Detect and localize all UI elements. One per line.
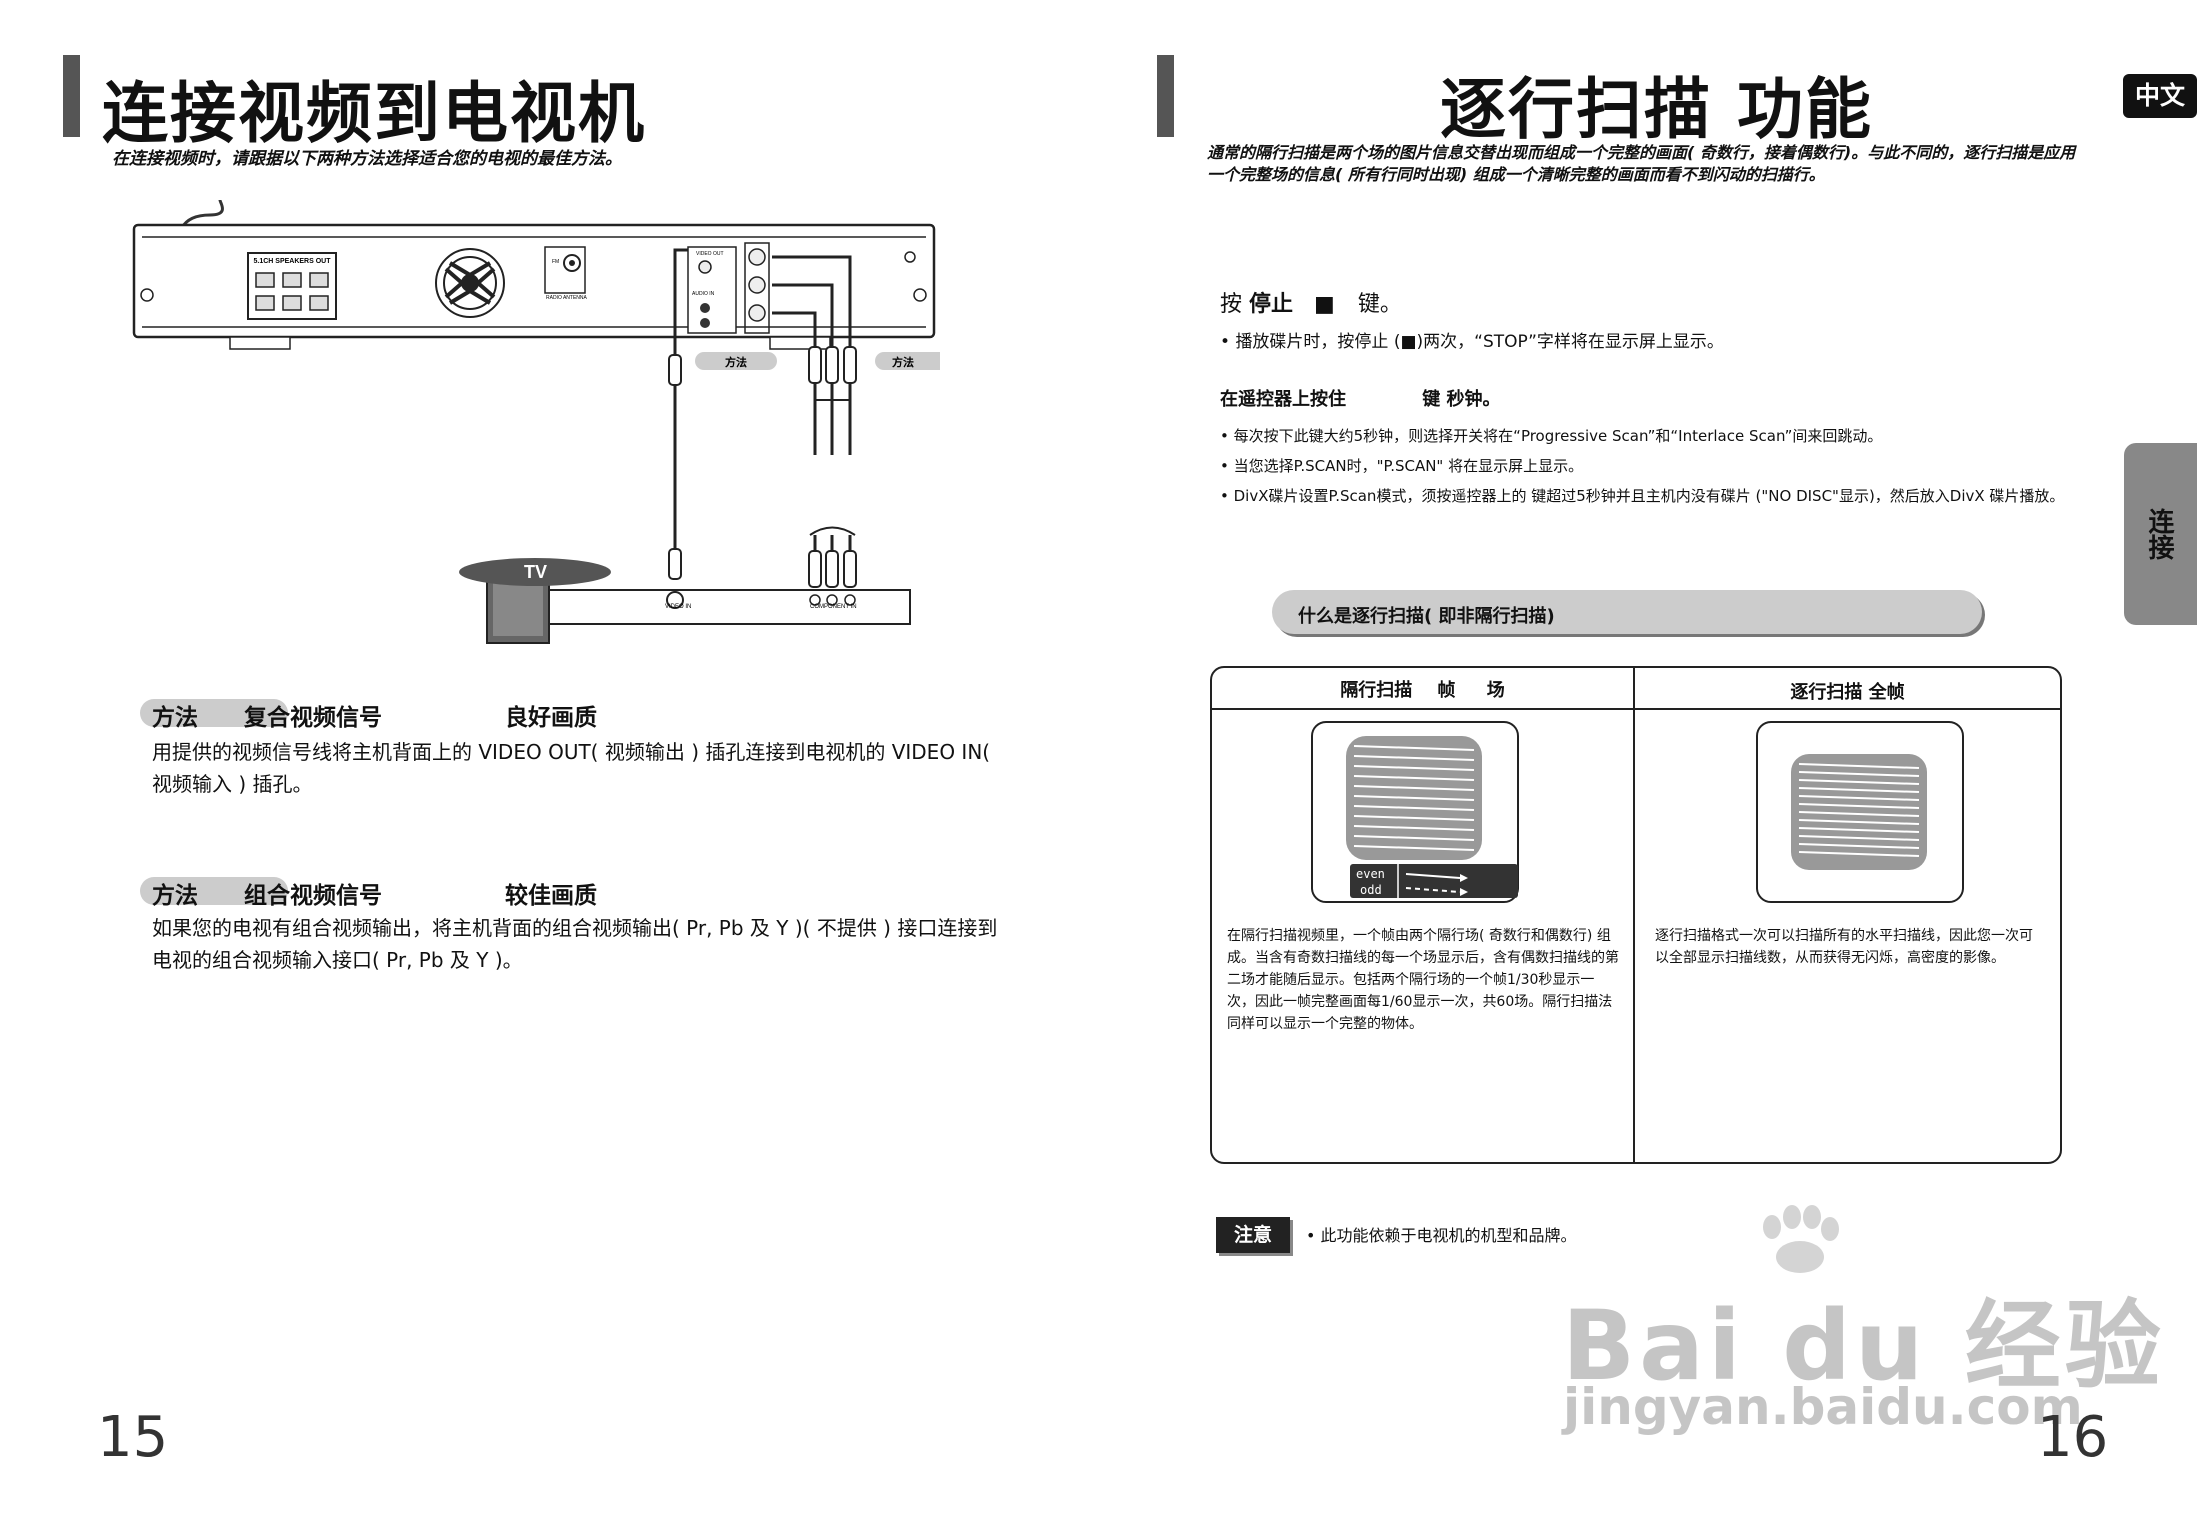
side-tab-label: 连接 (2144, 508, 2174, 560)
method2-text: 如果您的电视有组合视频输出，将主机背面的组合视频输出( Pr, Pb 及 Y )… (152, 916, 998, 972)
language-tab[interactable]: 中文 (2123, 74, 2197, 118)
scan-comparison-table: 隔行扫描 帧 场 逐行扫描 全帧 even odd 在隔行扫描视频 (1210, 666, 2062, 1164)
method1-signal: 复合视频信号 (244, 705, 382, 731)
title-bar-left (63, 55, 80, 137)
step1-prefix: 按 (1220, 292, 1243, 317)
title-bar-right (1157, 55, 1174, 137)
page-subtitle-left: 在连接视频时，请跟据以下两种方法选择适合您的电视的最佳方法。 (112, 149, 622, 169)
svg-text:even: even (1356, 867, 1385, 881)
question-banner (1272, 590, 1982, 634)
intro-text: 通常的隔行扫描是两个场的图片信息交替出现而组成一个完整的画面( 奇数行，接着偶数… (1207, 143, 2076, 184)
question-text: 什么是逐行扫描( 即非隔行扫描) (1298, 606, 1555, 627)
step2-bullet-2: • 当您选择P.SCAN时，"P.SCAN" 将在显示屏上显示。 (1220, 457, 1584, 475)
interlace-description: 在隔行扫描视频里，一个帧由两个隔行场( 奇数行和偶数行) 组成。当含有奇数扫描线… (1227, 928, 1619, 1032)
svg-text:RADIO ANTENNA: RADIO ANTENNA (546, 295, 588, 301)
step2-prefix: 在遥控器上按住 (1220, 389, 1346, 410)
section-side-tab[interactable]: 连接 (2124, 443, 2197, 625)
page-title-left: 连接视频到电视机 (102, 75, 646, 152)
method2-tag: 方法 (152, 883, 198, 909)
note-label: 注意 (1216, 1217, 1290, 1253)
step2-bullet-1: • 每次按下此键大约5秒钟，则选择开关将在“Progressive Scan”和… (1220, 427, 1883, 445)
method2-tag-bg (140, 877, 288, 905)
svg-text:方法: 方法 (725, 355, 747, 369)
step2-line: 在遥控器上按住 键 秒钟。 (1220, 385, 1501, 411)
progressive-illustration (1756, 721, 1964, 903)
method1-quality: 良好画质 (505, 705, 597, 731)
svg-text:方法: 方法 (892, 355, 914, 369)
paw-logo-icon (1752, 1205, 1842, 1275)
interlace-header: 隔行扫描 帧 场 (1340, 680, 1505, 701)
interlace-illustration: even odd (1311, 721, 1519, 903)
step1-suffix: 键。 (1357, 292, 1402, 317)
page-number-right: 16 (2037, 1405, 2109, 1470)
note-text: • 此功能依赖于电视机的机型和品牌。 (1306, 1226, 1577, 1245)
baidu-watermark-url: jingyan.baidu.com (1563, 1378, 2083, 1436)
speakers-label: 5.1CH SPEAKERS OUT (253, 258, 331, 265)
antenna-block (544, 246, 586, 294)
method1-tag-bg (140, 699, 288, 727)
video-cable-plugs (668, 346, 857, 588)
svg-text:COMPONENT IN: COMPONENT IN (810, 604, 857, 610)
step1-line: 按 停止 ■ 键。 (1220, 286, 1402, 318)
stop-button-name: 停止 (1249, 292, 1294, 317)
svg-text:odd: odd (1360, 883, 1382, 897)
svg-text:VIDEO IN: VIDEO IN (665, 604, 691, 610)
connection-diagram: 5.1CH SPEAKERS OUT FM RADIO ANTENNA VIDE… (132, 199, 940, 644)
step1-bullet: • 播放碟片时，按停止 (■)两次，“STOP”字样将在显示屏上显示。 (1220, 332, 1724, 352)
baidu-watermark: Bai du 经验 (1562, 1290, 2165, 1402)
progressive-description: 逐行扫描格式一次可以扫描所有的水平扫描线，因此您一次可以全部显示扫描线数，从而获… (1655, 928, 2033, 966)
step2-bullet-3: • DivX碟片设置P.Scan模式，须按遥控器上的 键超过5秒钟并且主机内没有… (1220, 487, 2065, 505)
step2-suffix: 键 秒钟。 (1422, 389, 1501, 410)
svg-text:VIDEO OUT: VIDEO OUT (696, 251, 724, 257)
page-title-right: 逐行扫描 功能 (1440, 71, 1873, 148)
method1-tag: 方法 (152, 705, 198, 731)
av-jack-panel (687, 246, 737, 334)
progressive-header: 逐行扫描 全帧 (1790, 682, 1905, 703)
tv-label-oval (459, 558, 611, 586)
cooling-fan (435, 248, 505, 318)
method1-text: 用提供的视频信号线将主机背面上的 VIDEO OUT( 视频输出 ) 插孔连接到… (152, 740, 991, 796)
method2-quality: 较佳画质 (505, 883, 597, 909)
tv-label: TV (524, 562, 547, 582)
svg-text:AUDIO IN: AUDIO IN (692, 291, 715, 297)
svg-text:FM: FM (552, 259, 559, 265)
page-number-left: 15 (97, 1405, 169, 1470)
method2-signal: 组合视频信号 (244, 883, 382, 909)
stop-symbol-icon: ■ (1314, 292, 1335, 317)
